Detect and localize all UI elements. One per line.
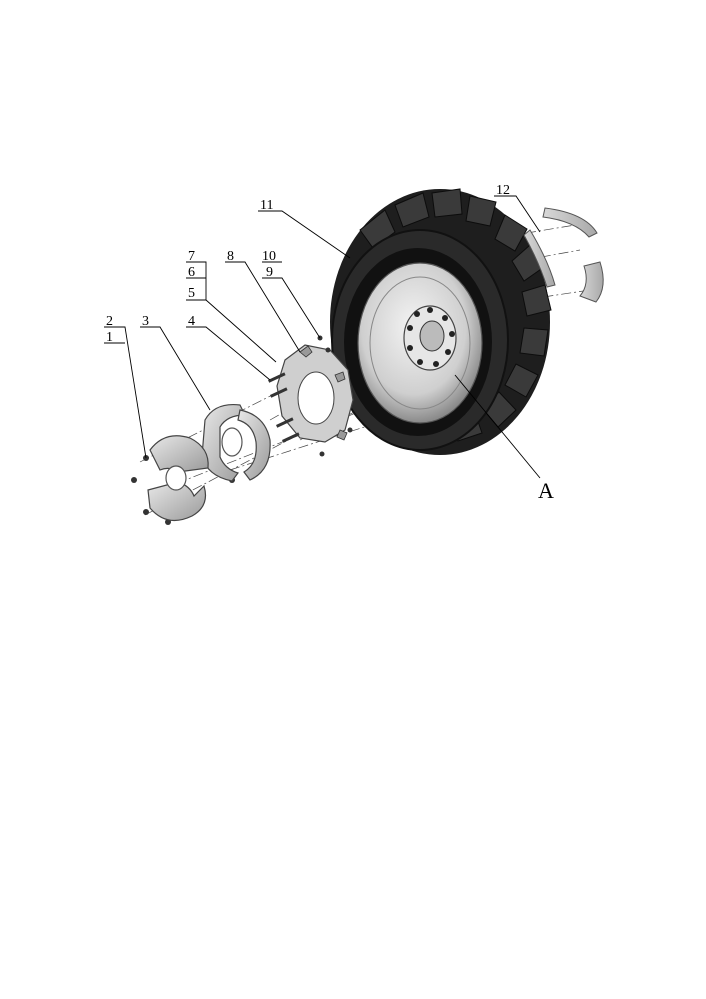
- callout-9: 9: [266, 265, 273, 280]
- callout-11: 11: [260, 198, 273, 213]
- callout-12: 12: [496, 183, 510, 198]
- callout-7: 7: [188, 249, 195, 264]
- callout-8: 8: [227, 249, 234, 264]
- weight-ring: [276, 344, 354, 443]
- inner-disc-weights: [201, 403, 271, 482]
- callout-5: 5: [188, 286, 195, 301]
- callout-2: 2: [106, 314, 113, 329]
- outer-disc-weights: [147, 435, 209, 522]
- callout-labels: 2 1 3 4 7 6 5 8 10 9 11 12 A: [106, 183, 554, 503]
- tire-segment-weights: [523, 207, 604, 303]
- callout-4: 4: [188, 314, 195, 329]
- detail-label-a: A: [538, 478, 554, 503]
- callout-3: 3: [142, 314, 149, 329]
- bolts: [131, 335, 353, 525]
- callout-6: 6: [188, 265, 195, 280]
- tractor-tire: [330, 188, 552, 455]
- leader-lines: [104, 195, 541, 479]
- callout-1: 1: [106, 330, 113, 345]
- callout-10: 10: [262, 249, 276, 264]
